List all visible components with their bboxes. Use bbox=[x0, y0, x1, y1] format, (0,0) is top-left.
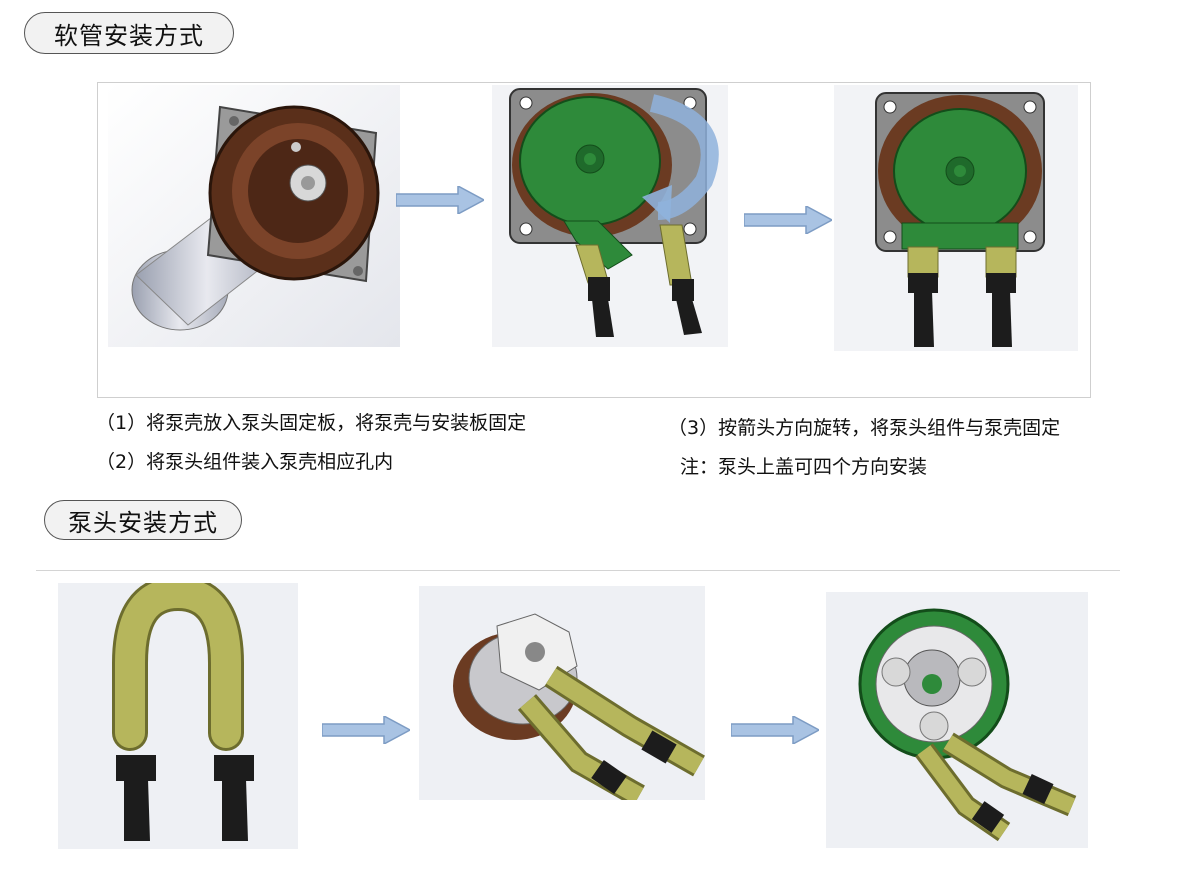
caption-step-1: （1）将泵壳放入泵头固定板，将泵壳与安装板固定 bbox=[96, 412, 527, 434]
caption-step-2: （2）将泵头组件装入泵壳相应孔内 bbox=[96, 451, 394, 473]
figure-frame-tube bbox=[97, 82, 1091, 398]
figure-pump-head-with-tube bbox=[419, 586, 705, 800]
rotate-arrow-icon bbox=[642, 185, 672, 223]
figure-pump-installed bbox=[834, 85, 1078, 351]
figure-u-tube bbox=[58, 583, 298, 849]
figure-motor-housing bbox=[108, 85, 400, 347]
section-title-pump-head-installation: 泵头安装方式 bbox=[44, 500, 242, 540]
caption-step-3: （3）按箭头方向旋转，将泵头组件与泵壳固定 bbox=[668, 417, 1061, 439]
right-arrow-icon bbox=[731, 716, 819, 744]
caption-note: 注：泵头上盖可四个方向安装 bbox=[680, 456, 928, 478]
right-arrow-icon bbox=[322, 716, 410, 744]
section-title-tube-installation: 软管安装方式 bbox=[24, 12, 234, 54]
section-divider bbox=[36, 570, 1120, 571]
right-arrow-icon bbox=[744, 206, 832, 234]
figure-pump-head-rotating bbox=[492, 85, 728, 347]
figure-pump-head-assembled bbox=[826, 592, 1088, 848]
right-arrow-icon bbox=[396, 186, 484, 214]
